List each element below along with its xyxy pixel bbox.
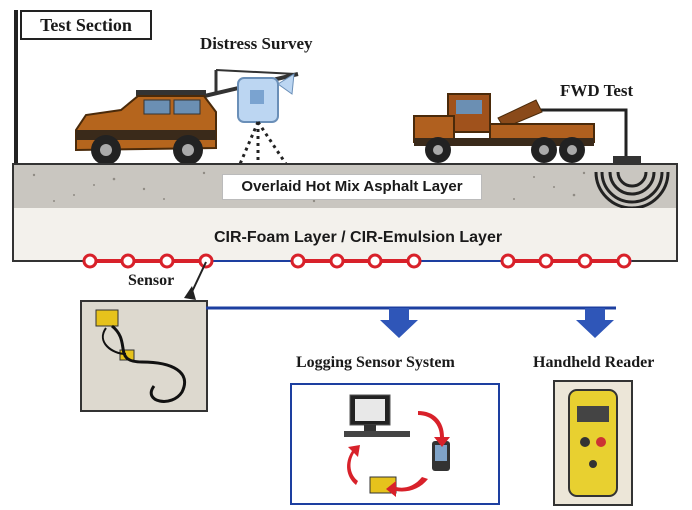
cir-layer [12,208,678,262]
flag-pole [14,10,18,168]
data-connector [206,306,616,338]
logging-system-box [290,383,500,505]
load-wave-icon [594,171,670,210]
sensor-node-icon [82,253,632,269]
cycle-arrow-icon [347,411,450,497]
down-arrow-icon [380,308,614,338]
handheld-reader-photo [553,380,633,506]
computer-monitor-icon [344,394,410,437]
pda-icon [432,441,450,471]
fwd-truck-icon [413,93,641,164]
logging-system-label: Logging Sensor System [296,354,455,371]
sensor-pointer-arrow [184,261,207,300]
test-section-label: Test Section [20,10,152,40]
suv-with-boom-icon [75,69,299,165]
fwd-test-label: FWD Test [560,81,634,100]
handheld-reader-label: Handheld Reader [533,354,655,371]
sensor-chain [82,253,632,269]
overlay-layer-label: Overlaid Hot Mix Asphalt Layer [222,174,482,200]
sensor-photo [80,300,208,412]
sensor-label: Sensor [128,272,175,289]
camera-tripod-icon [237,73,295,165]
cir-layer-label: CIR-Foam Layer / CIR-Emulsion Layer [214,229,503,246]
distress-survey-label: Distress Survey [200,34,313,53]
